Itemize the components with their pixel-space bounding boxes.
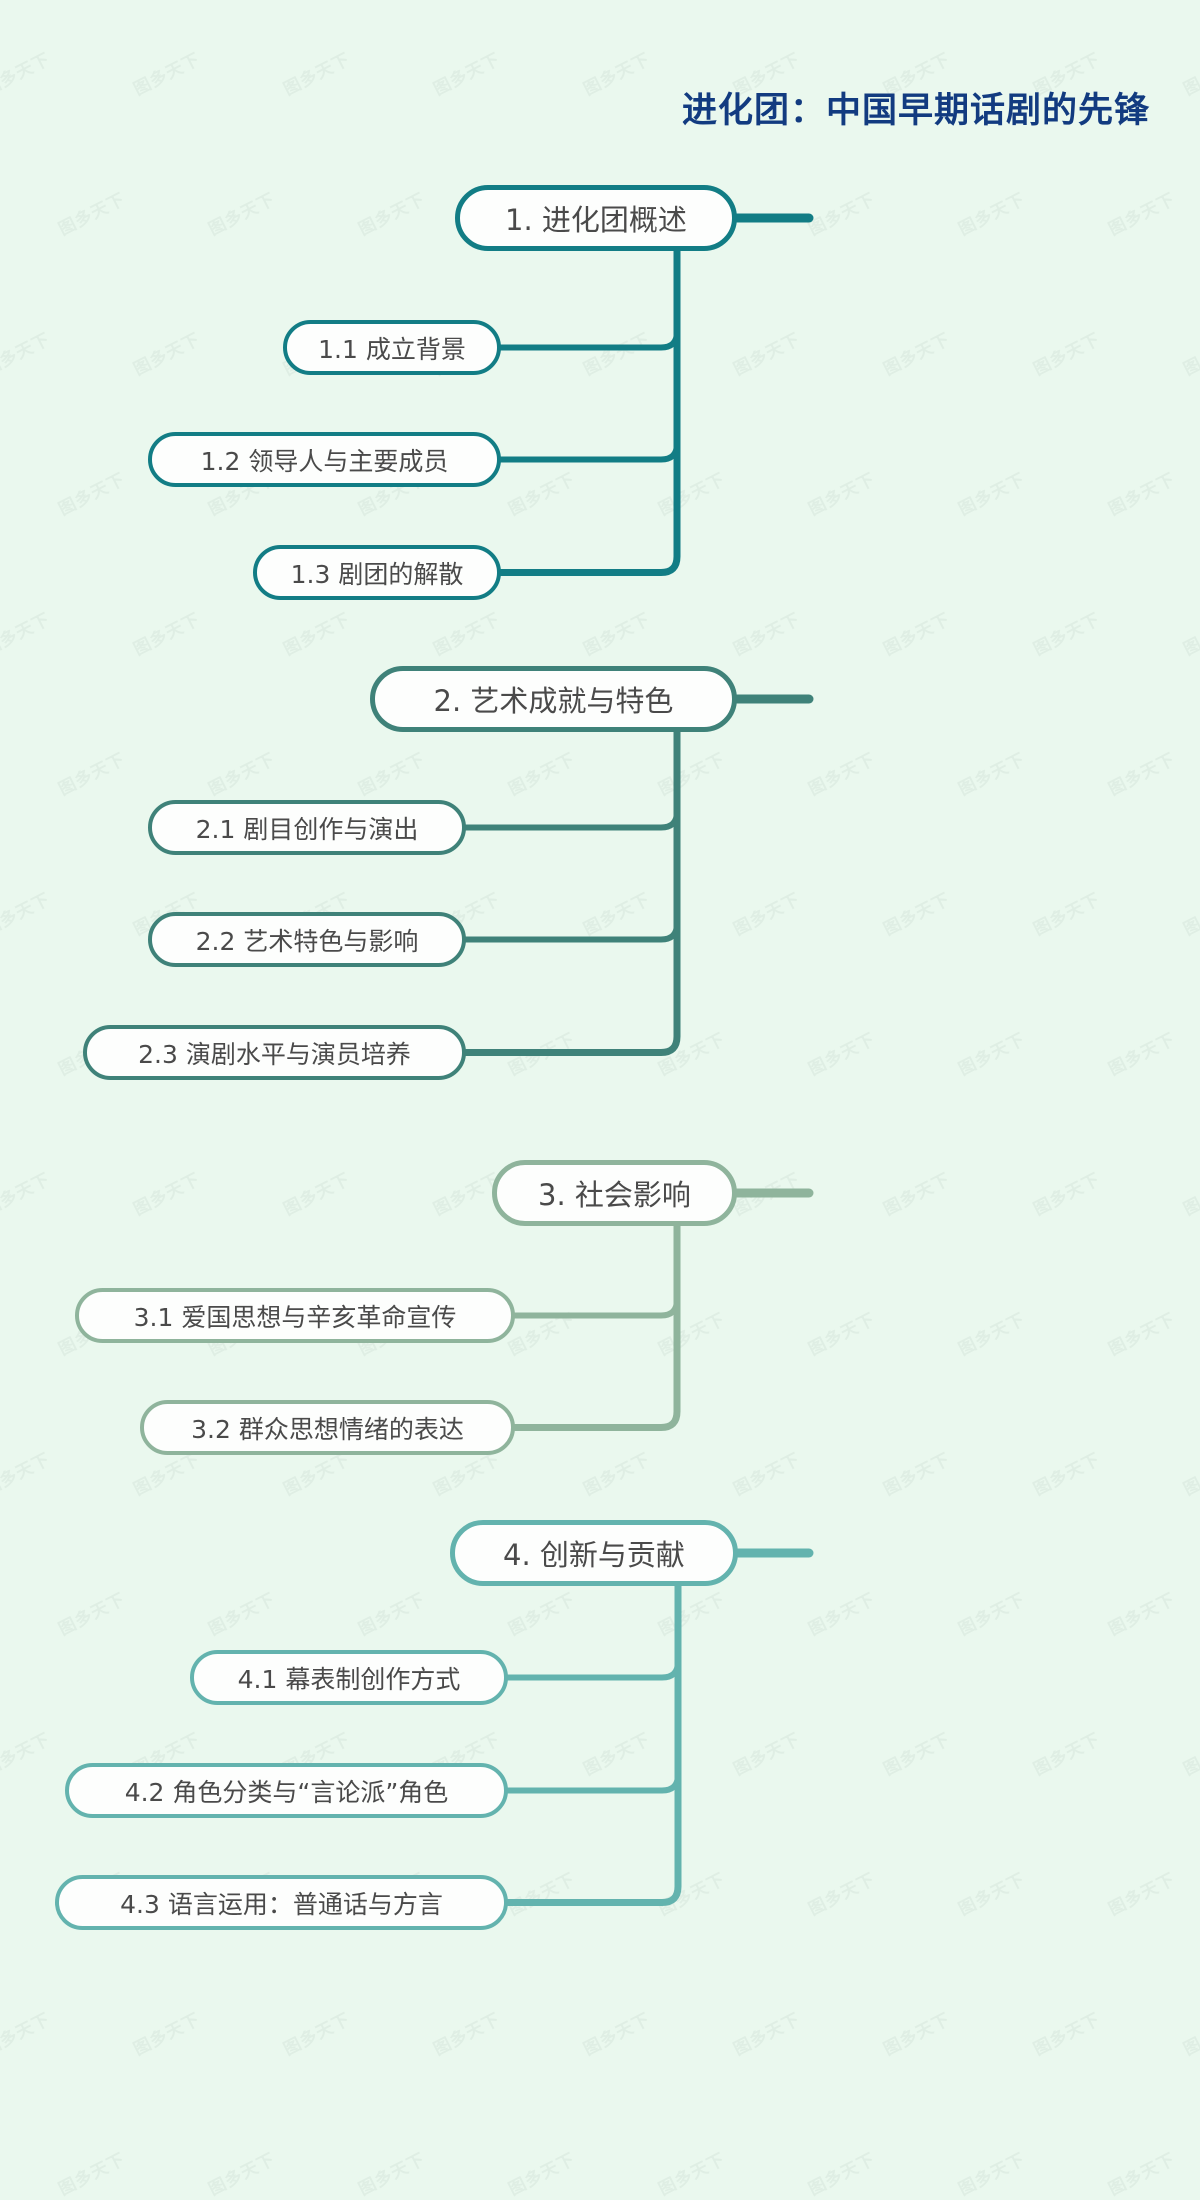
node-label: 2.1 剧目创作与演出 xyxy=(195,814,419,844)
subsection-node-3-2[interactable]: 3.2 群众思想情绪的表达 xyxy=(140,1400,515,1455)
subsection-node-3-1[interactable]: 3.1 爱国思想与辛亥革命宣传 xyxy=(75,1288,515,1343)
subsection-node-2-2[interactable]: 2.2 艺术特色与影响 xyxy=(148,912,466,967)
watermark-text: 图多天下 xyxy=(655,2149,729,2200)
node-label: 4.3 语言运用：普通话与方言 xyxy=(120,1889,443,1919)
node-label: 1.3 剧团的解散 xyxy=(290,559,464,589)
node-label: 4.2 角色分类与“言论派”角色 xyxy=(124,1777,449,1807)
watermark-text: 图多天下 xyxy=(1105,2149,1179,2200)
node-label: 2.2 艺术特色与影响 xyxy=(195,926,419,956)
subsection-node-2-3[interactable]: 2.3 演剧水平与演员培养 xyxy=(83,1025,466,1080)
node-label: 3.1 爱国思想与辛亥革命宣传 xyxy=(133,1302,457,1332)
subsection-node-1-1[interactable]: 1.1 成立背景 xyxy=(283,320,501,375)
subsection-node-1-3[interactable]: 1.3 剧团的解散 xyxy=(253,545,501,600)
watermark-text: 图多天下 xyxy=(805,2149,879,2200)
node-label: 4.1 幕表制创作方式 xyxy=(237,1664,461,1694)
watermark-text: 图多天下 xyxy=(55,2149,129,2200)
subsection-node-4-3[interactable]: 4.3 语言运用：普通话与方言 xyxy=(55,1875,508,1930)
subsection-node-2-1[interactable]: 2.1 剧目创作与演出 xyxy=(148,800,466,855)
node-label: 4. 创新与贡献 xyxy=(503,1538,685,1572)
watermark-text: 图多天下 xyxy=(955,2149,1029,2200)
node-label: 1.1 成立背景 xyxy=(318,334,466,364)
watermark-text: 图多天下 xyxy=(355,2149,429,2200)
node-label: 1.2 领导人与主要成员 xyxy=(200,446,449,476)
watermark-text: 图多天下 xyxy=(505,2149,579,2200)
node-label: 2. 艺术成就与特色 xyxy=(433,684,674,718)
watermark-text: 图多天下 xyxy=(205,2149,279,2200)
subsection-node-1-2[interactable]: 1.2 领导人与主要成员 xyxy=(148,432,501,487)
node-label: 2.3 演剧水平与演员培养 xyxy=(138,1039,411,1069)
section-node-3[interactable]: 3. 社会影响 xyxy=(492,1160,737,1226)
section-node-4[interactable]: 4. 创新与贡献 xyxy=(450,1520,738,1586)
section-node-2[interactable]: 2. 艺术成就与特色 xyxy=(370,666,737,732)
node-label: 3.2 群众思想情绪的表达 xyxy=(191,1414,464,1444)
node-label: 1. 进化团概述 xyxy=(505,203,687,237)
page-title: 进化团：中国早期话剧的先锋 xyxy=(681,91,1150,131)
node-label: 3. 社会影响 xyxy=(538,1178,691,1212)
mindmap-canvas xyxy=(0,0,1200,2035)
section-node-1[interactable]: 1. 进化团概述 xyxy=(455,185,737,251)
subsection-node-4-2[interactable]: 4.2 角色分类与“言论派”角色 xyxy=(65,1763,508,1818)
subsection-node-4-1[interactable]: 4.1 幕表制创作方式 xyxy=(190,1650,508,1705)
